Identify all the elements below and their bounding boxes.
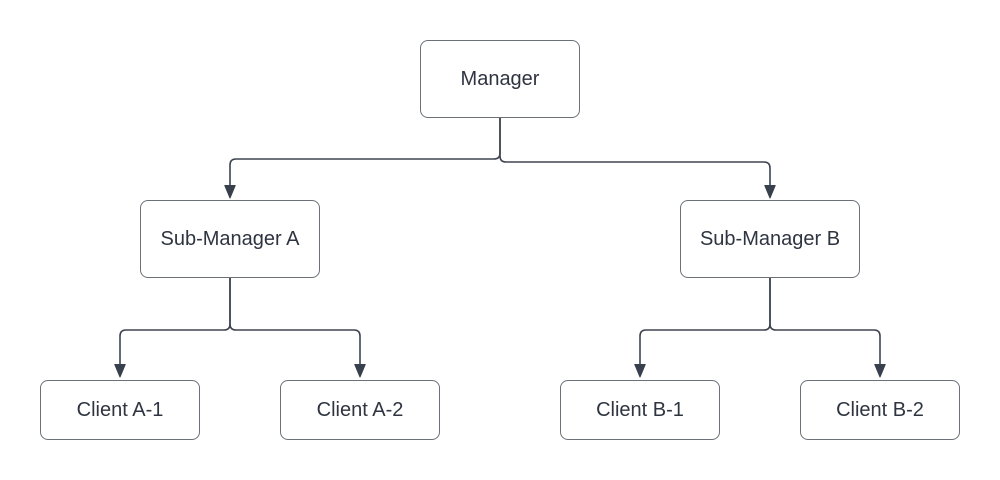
edge-sub-manager-b-to-client-b1-arrowhead [634, 364, 646, 378]
node-sub-manager-b-label: Sub-Manager B [699, 228, 841, 250]
node-client-a1-label: Client A-1 [76, 399, 164, 421]
node-manager-label: Manager [460, 68, 540, 90]
edge-manager-to-sub-manager-b [499, 118, 771, 185]
node-sub-manager-a: Sub-Manager A [140, 200, 320, 278]
node-sub-manager-a-label: Sub-Manager A [160, 228, 300, 250]
edge-sub-manager-b-to-client-b1 [639, 278, 771, 364]
node-manager: Manager [420, 40, 580, 118]
node-client-a2: Client A-2 [280, 380, 440, 440]
node-sub-manager-b: Sub-Manager B [680, 200, 860, 278]
node-client-a1: Client A-1 [40, 380, 200, 440]
edge-manager-to-sub-manager-a-arrowhead [224, 185, 236, 199]
node-client-b1: Client B-1 [560, 380, 720, 440]
node-client-b2: Client B-2 [800, 380, 960, 440]
edge-sub-manager-a-to-client-a1 [119, 278, 231, 364]
node-client-a2-label: Client A-2 [316, 399, 404, 421]
edge-sub-manager-b-to-client-b2 [769, 278, 881, 364]
edge-sub-manager-a-to-client-a2-arrowhead [354, 364, 366, 378]
edge-sub-manager-a-to-client-a1-arrowhead [114, 364, 126, 378]
node-client-b1-label: Client B-1 [596, 399, 684, 421]
edge-manager-to-sub-manager-a [229, 118, 501, 185]
edge-sub-manager-b-to-client-b2-arrowhead [874, 364, 886, 378]
edge-sub-manager-a-to-client-a2 [229, 278, 361, 364]
edge-manager-to-sub-manager-b-arrowhead [764, 185, 776, 199]
node-client-b2-label: Client B-2 [836, 399, 924, 421]
